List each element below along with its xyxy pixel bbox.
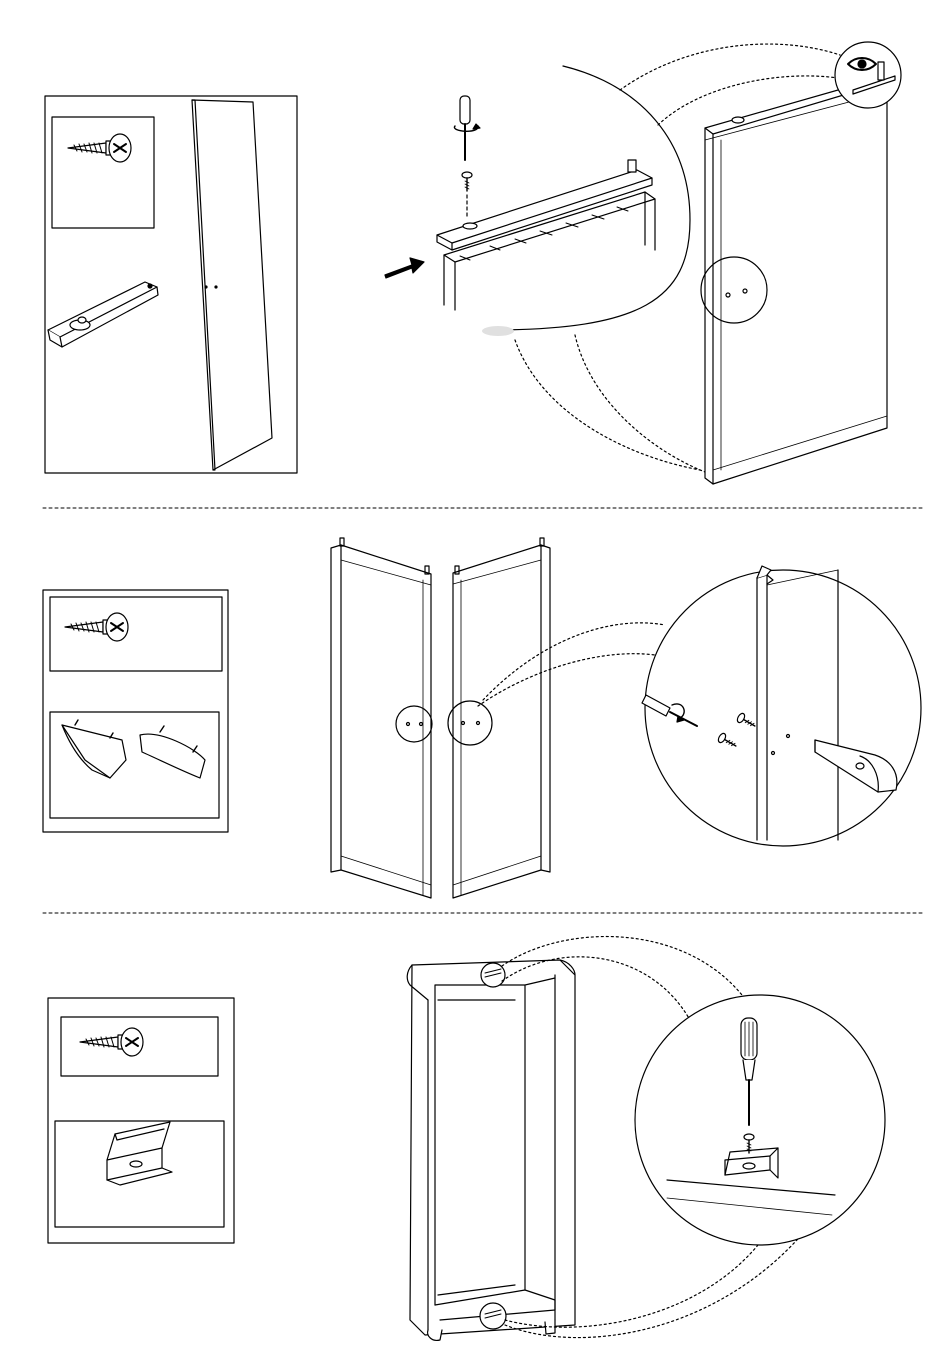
step-2 — [43, 538, 921, 898]
angle-bracket-icon — [107, 1122, 172, 1185]
cabinet-frame — [407, 960, 575, 1340]
left-panel — [331, 538, 432, 898]
side-panel-icon — [192, 100, 272, 470]
right-panel — [448, 538, 550, 898]
screwdriver-icon — [454, 96, 480, 160]
step-3 — [48, 937, 885, 1341]
screw-icon — [80, 1028, 143, 1056]
push-arrow-icon — [385, 258, 424, 278]
screw-icon — [68, 134, 131, 162]
bracket-detail-callout — [635, 995, 885, 1245]
step-3-bracket-box — [55, 1121, 224, 1227]
assembled-panel — [701, 78, 887, 484]
step-1-screw-box — [52, 117, 154, 228]
rail-detail-callout — [385, 66, 690, 336]
rail-bracket-icon — [48, 282, 158, 347]
step-2-screw-box — [50, 597, 222, 671]
block-detail-callout — [642, 566, 921, 846]
step-1 — [45, 42, 901, 484]
screw-icon — [65, 613, 128, 641]
corner-block-icon — [62, 720, 205, 778]
eye-icon — [858, 60, 866, 68]
eye-callout — [835, 42, 901, 108]
